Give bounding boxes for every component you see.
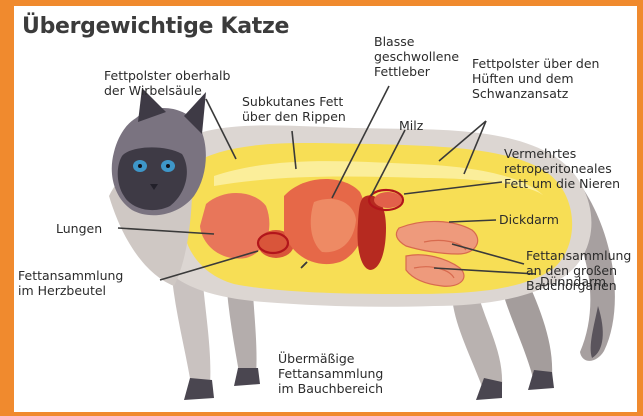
label-large-intestine: Dickdarm [499,212,559,227]
kidney-organ [374,192,402,208]
label-abdominal-fat: Übermäßige Fettansammlung im Bauchbereic… [278,351,383,396]
label-pericardial-fat: Fettansammlung im Herzbeutel [18,268,123,298]
page-title: Übergewichtige Katze [22,14,289,39]
label-small-intestine: Dünndarm [540,274,606,289]
label-lungs: Lungen [56,221,102,236]
label-fatty-liver: Blasse geschwollene Fettleber [374,34,459,79]
label-subcutaneous-fat: Subkutanes Fett über den Rippen [242,94,346,124]
label-spleen: Milz [399,118,423,133]
label-kidney-fat: Vermehrtes retroperitoneales Fett um die… [504,146,620,191]
label-fat-spine: Fettpolster oberhalb der Wirbelsäule [104,68,230,98]
diagram-frame: Übergewichtige Katze Fettpolster oberhal… [14,6,637,412]
label-hip-fat: Fettpolster über den Hüften und dem Schw… [472,56,599,101]
